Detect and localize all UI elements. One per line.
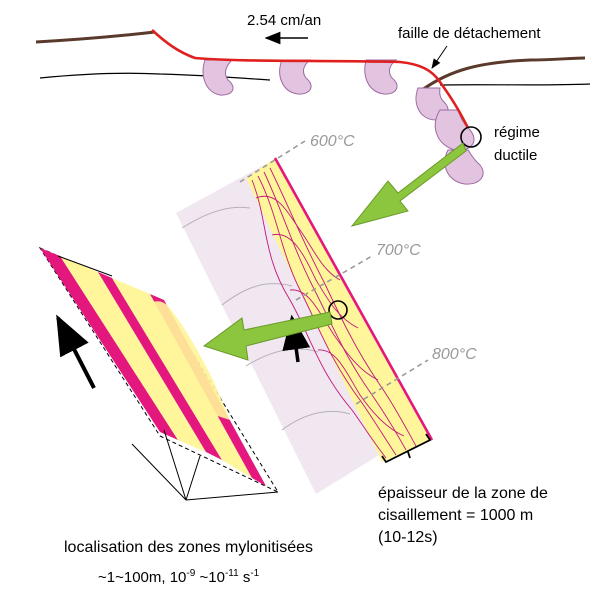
diapir-2 (279, 59, 312, 95)
scale-prefix: ~1~100m, 10 (98, 569, 186, 586)
detachment-fault (151, 29, 470, 129)
zoom-arrow-2 (202, 311, 333, 361)
ductile-regime-circle (460, 126, 482, 148)
isotherm-600 (239, 140, 306, 183)
isotherm-700-label: 700°C (376, 242, 421, 259)
thickness-bracket (381, 433, 432, 464)
thickness-label-3: (10-12s) (378, 529, 438, 546)
fault-label: faille de détachement (398, 25, 541, 42)
isotherm-800-label: 800°C (432, 346, 477, 363)
isotherm-lines (239, 140, 429, 405)
diapir-3 (364, 59, 398, 95)
diapir-group (202, 59, 484, 185)
isotherm-600-label: 600°C (310, 133, 355, 150)
diapir-1 (202, 59, 234, 96)
isotherm-700 (295, 255, 373, 301)
scale-exp2: -11 (225, 568, 239, 579)
ductile-regime-label-2: ductile (494, 147, 537, 164)
surface-line-right (421, 56, 586, 92)
scale-label: ~1~100m, 10-9 ~10-11 s-1 (98, 568, 260, 586)
thickness-label-2: cisaillement = 1000 m (378, 507, 533, 524)
surface-line-left (35, 30, 156, 44)
localisation-label: localisation des zones mylonitisées (64, 539, 313, 556)
zoom-arrow-1 (350, 142, 467, 227)
lower-boundary-right (439, 83, 591, 86)
velocity-label: 2.54 cm/an (247, 12, 321, 29)
fault-pointer (431, 45, 448, 69)
scale-unit: s (239, 569, 251, 586)
scale-exp3: -1 (250, 568, 259, 579)
scale-exp1: -9 (186, 568, 195, 579)
ductile-regime-label-1: régime (494, 124, 540, 141)
shear-zone-band (246, 158, 432, 462)
shear-zone-edge (273, 157, 434, 441)
diapir-5 (434, 109, 475, 151)
shear-arrow-large (56, 314, 96, 389)
thickness-label-1: épaisseur de la zone de (378, 485, 548, 502)
localisation-circle (328, 300, 348, 320)
lower-boundary-left (39, 72, 271, 81)
mylonite-block (38, 246, 280, 501)
scale-mid: ~10 (195, 569, 225, 586)
